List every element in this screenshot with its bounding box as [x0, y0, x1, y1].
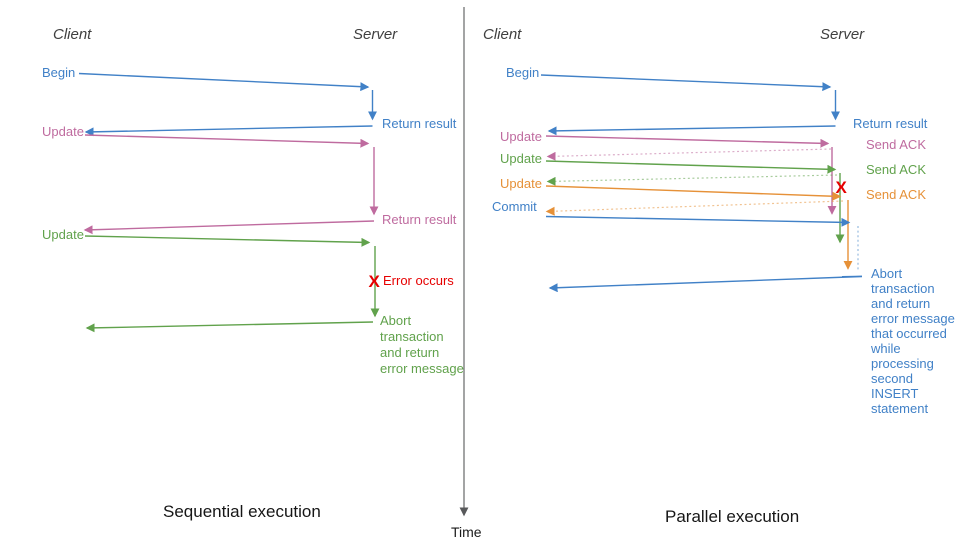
right-abort-response-arrow: [548, 275, 863, 293]
left-caption: Sequential execution: [163, 502, 321, 521]
right-abort-line: second: [871, 371, 913, 386]
right-update2-ack-label: Send ACK: [866, 162, 926, 177]
left-abort-line: Abort: [380, 313, 411, 328]
right-update2-ack-arrow: [546, 174, 838, 186]
right-update3-ack-arrow: [545, 200, 844, 216]
right-update3-ack-label: Send ACK: [866, 187, 926, 202]
left-update2-request-arrow: [84, 235, 371, 247]
right-update1-label: Update: [500, 129, 542, 144]
right-abort-line: processing: [871, 356, 934, 371]
right-update2-request-arrow: [545, 160, 837, 174]
right-update1-request-arrow: [545, 135, 830, 148]
right-abort-line: that occurred: [871, 326, 947, 341]
left-update1-label: Update: [42, 124, 84, 139]
left-error-x-icon: X: [369, 272, 381, 291]
right-abort-line: and return: [871, 296, 930, 311]
right-update3-label: Update: [500, 176, 542, 191]
left-abort-line: error message: [380, 361, 464, 376]
right-begin-request-arrow: [540, 74, 832, 92]
right-abort-line: Abort: [871, 266, 902, 281]
right-abort-line: statement: [871, 401, 928, 416]
left-abort-response-arrow: [85, 321, 374, 333]
right-abort-line: transaction: [871, 281, 935, 296]
right-server-header: Server: [820, 26, 865, 43]
right-begin-response-arrow: [547, 125, 836, 136]
left-abort-line: transaction: [380, 329, 444, 344]
left-update1-response-arrow: [83, 220, 375, 235]
right-abort-line: error message: [871, 311, 955, 326]
left-begin-request-arrow: [78, 72, 370, 92]
left-abort-line: and return: [380, 345, 439, 360]
time-axis-label: Time: [451, 524, 482, 540]
right-commit-request-arrow: [545, 215, 851, 227]
right-commit-label: Commit: [492, 199, 537, 214]
right-abort-note: Abort transaction and return error messa…: [870, 266, 955, 416]
right-client-header: Client: [483, 26, 522, 43]
left-begin-label: Begin: [42, 65, 75, 80]
right-caption: Parallel execution: [665, 507, 799, 526]
left-server-header: Server: [353, 26, 398, 43]
left-update2-label: Update: [42, 227, 84, 242]
left-begin-response-arrow: [84, 125, 373, 137]
time-axis: Time: [451, 7, 482, 540]
right-abort-line: while: [870, 341, 901, 356]
right-update1-ack-arrow: [546, 148, 832, 161]
right-error-x-icon: X: [836, 178, 848, 197]
right-update2-label: Update: [500, 151, 542, 166]
left-begin-return-label: Return result: [382, 116, 457, 131]
left-panel: Client Server Begin Return result Update…: [42, 26, 464, 521]
right-begin-label: Begin: [506, 65, 539, 80]
right-abort-line: INSERT: [871, 386, 918, 401]
right-panel: Client Server Begin Return result Update…: [483, 26, 955, 526]
left-error-label: Error occurs: [383, 273, 454, 288]
right-begin-return-label: Return result: [853, 116, 928, 131]
right-update1-ack-label: Send ACK: [866, 137, 926, 152]
left-update1-return-label: Return result: [382, 212, 457, 227]
left-client-header: Client: [53, 26, 92, 43]
left-abort-note: Abort transaction and return error messa…: [380, 313, 464, 376]
left-update1-request-arrow: [84, 134, 370, 148]
right-update3-request-arrow: [545, 185, 842, 201]
